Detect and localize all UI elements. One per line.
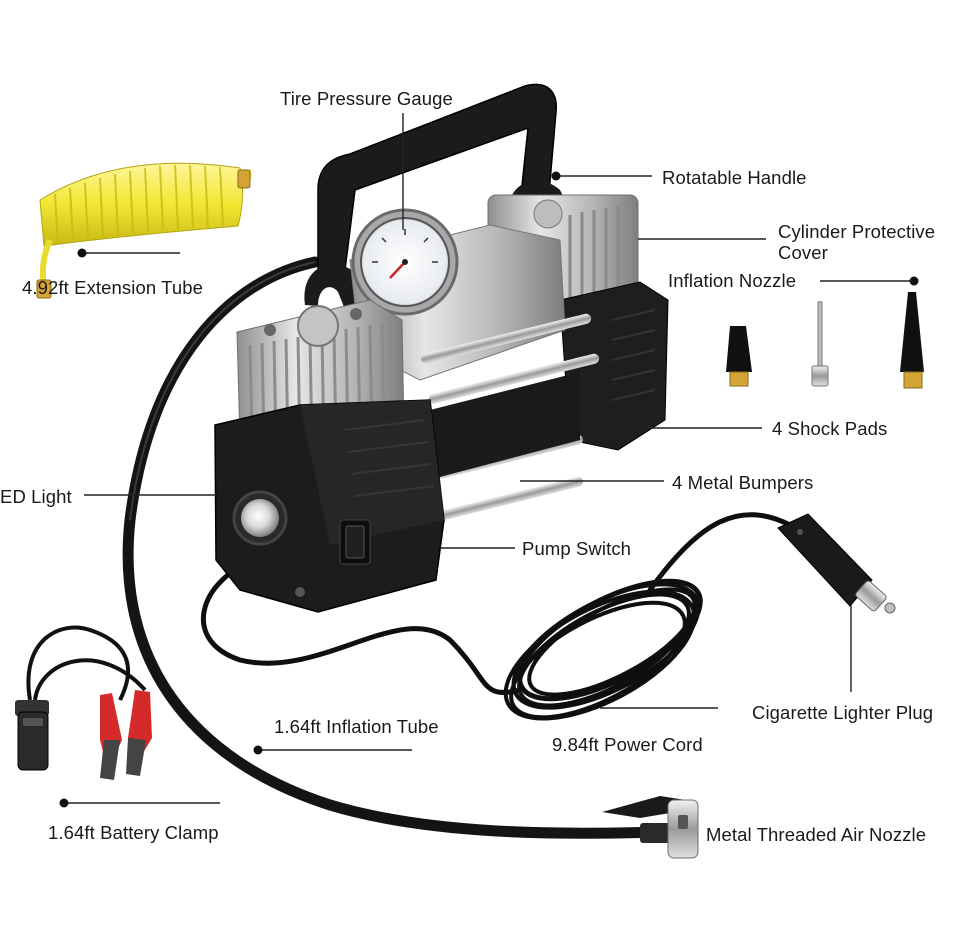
inflation-nozzle-set-illustration bbox=[726, 292, 924, 389]
label-rotatable-handle: Rotatable Handle bbox=[662, 167, 807, 188]
label-power-cord: 9.84ft Power Cord bbox=[552, 734, 703, 755]
battery-clamp-illustration bbox=[15, 625, 152, 780]
label-cylinder-protective-cover: Cylinder Protective Cover bbox=[778, 221, 936, 263]
label-battery-clamp: 1.64ft Battery Clamp bbox=[48, 822, 219, 843]
label-cigarette-lighter-plug: Cigarette Lighter Plug bbox=[752, 702, 934, 723]
cigarette-lighter-plug-illustration bbox=[777, 513, 896, 614]
label-extension-tube: 4.92ft Extension Tube bbox=[22, 277, 204, 298]
compressor-body-illustration bbox=[214, 83, 669, 613]
leader-lines bbox=[59, 113, 919, 808]
label-shock-pads: 4 Shock Pads bbox=[772, 418, 888, 439]
label-inflation-tube: 1.64ft Inflation Tube bbox=[274, 716, 439, 737]
label-metal-threaded-air-nozzle: Metal Threaded Air Nozzle bbox=[706, 824, 927, 845]
extension-tube-illustration bbox=[36, 162, 252, 299]
label-inflation-nozzle: Inflation Nozzle bbox=[668, 270, 797, 291]
label-tire-pressure-gauge: Tire Pressure Gauge bbox=[280, 88, 453, 109]
inflation-tube-illustration bbox=[122, 256, 699, 859]
label-pump-switch: Pump Switch bbox=[522, 538, 632, 559]
label-led-light: ED Light bbox=[0, 486, 72, 507]
power-cord-illustration bbox=[200, 512, 793, 721]
label-metal-bumpers: 4 Metal Bumpers bbox=[672, 472, 814, 493]
